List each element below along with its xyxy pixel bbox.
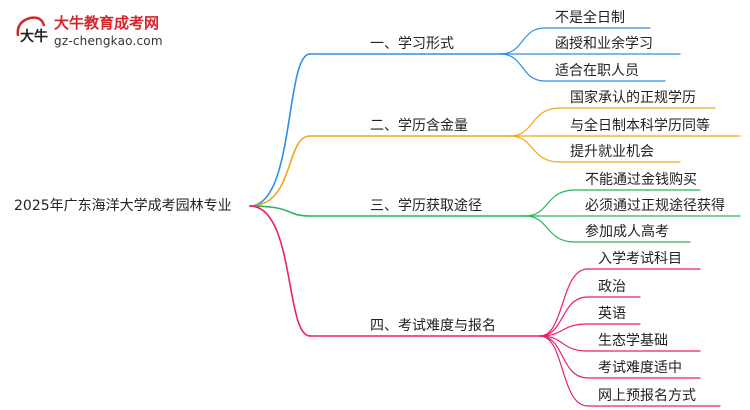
logo-site-name: 大牛教育成考网 <box>54 14 160 32</box>
leaf-node: 网上预报名方式 <box>598 388 696 404</box>
logo-site-url: gz-chengkao.com <box>54 34 163 48</box>
branch-node: 四、考试难度与报名 <box>370 318 496 334</box>
leaf-node: 生态学基础 <box>598 333 668 349</box>
leaf-connector <box>509 135 561 163</box>
leaf-node: 与全日制本科学历同等 <box>570 118 710 134</box>
leaf-node: 不是全日制 <box>555 10 625 26</box>
leaf-connector <box>539 296 589 337</box>
branch-connector <box>249 135 311 207</box>
leaf-connector <box>524 215 576 243</box>
leaf-node: 国家承认的正规学历 <box>570 90 696 106</box>
leaf-node: 必须通过正规途径获得 <box>585 198 725 214</box>
site-logo[interactable]: 大牛 大牛教育成考网 gz-chengkao.com <box>14 10 184 54</box>
branch-connector <box>249 205 311 217</box>
branch-connector <box>249 205 311 337</box>
branch-node: 二、学历含金量 <box>370 118 468 134</box>
leaf-connector <box>524 189 576 217</box>
svg-text:大牛: 大牛 <box>20 28 48 45</box>
leaf-connector <box>539 335 589 407</box>
root-node: 2025年广东海洋大学成考园林专业 <box>14 198 232 214</box>
leaf-node: 参加成人高考 <box>585 224 669 240</box>
leaf-node: 不能通过金钱购买 <box>585 172 697 188</box>
leaf-node: 适合在职人员 <box>555 63 639 79</box>
branch-node: 三、学历获取途径 <box>370 198 482 214</box>
logo-mark-icon: 大牛 <box>16 16 48 45</box>
leaf-connector <box>539 323 589 337</box>
branch-connector <box>249 53 311 207</box>
leaf-node: 英语 <box>598 306 626 322</box>
leaf-connector <box>499 53 546 82</box>
leaf-node: 考试难度适中 <box>598 360 682 376</box>
leaf-connector <box>539 268 589 337</box>
leaf-node: 提升就业机会 <box>570 144 654 160</box>
leaf-connector <box>499 27 546 55</box>
leaf-node: 入学考试科目 <box>598 251 682 267</box>
leaf-connector <box>539 335 589 379</box>
leaf-node: 政治 <box>598 279 626 295</box>
leaf-connector <box>509 107 561 137</box>
leaf-node: 函授和业余学习 <box>555 36 653 52</box>
branch-node: 一、学习形式 <box>370 36 454 52</box>
